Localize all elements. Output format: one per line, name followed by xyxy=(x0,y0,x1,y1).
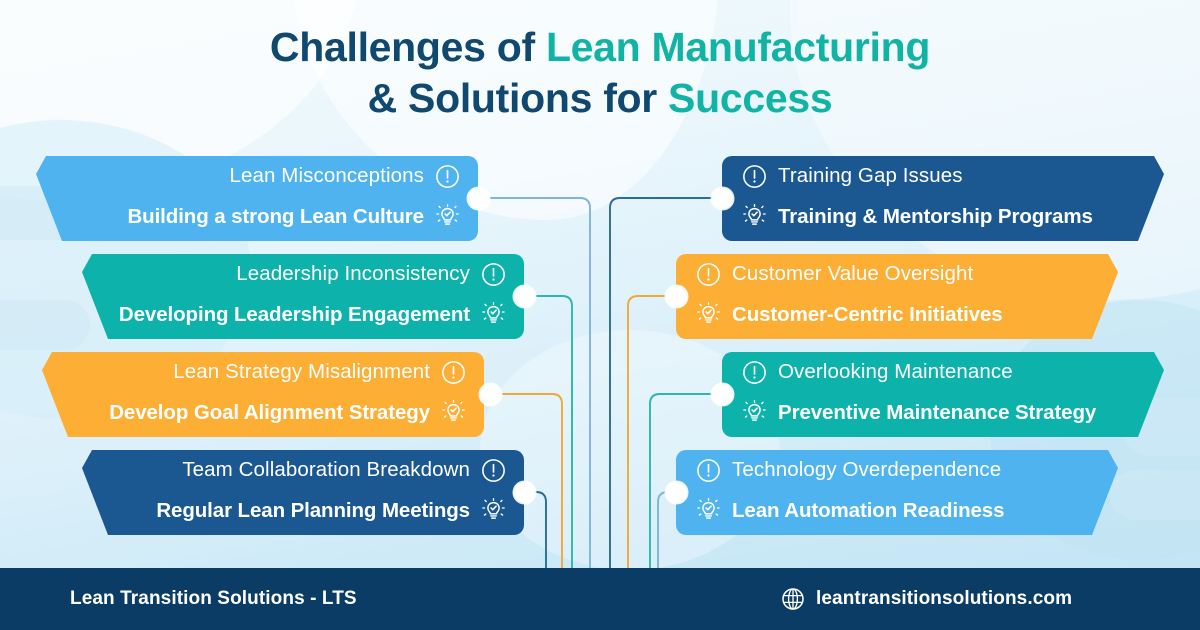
page-title: Challenges of Lean Manufacturing & Solut… xyxy=(0,22,1200,124)
globe-icon xyxy=(782,588,804,610)
challenge-row: Team Collaboration Breakdown xyxy=(182,457,506,483)
challenge-row: Lean Strategy Misalignment xyxy=(173,359,466,385)
challenge-row: Overlooking Maintenance xyxy=(742,359,1013,385)
connector-left-1 xyxy=(478,197,591,570)
challenge-row: Training Gap Issues xyxy=(742,163,963,189)
card-left-2-solution: Developing Leadership Engagement xyxy=(118,303,470,326)
connector-right-3 xyxy=(649,393,722,570)
connector-left-4 xyxy=(524,491,547,570)
connector-right-2 xyxy=(627,295,676,570)
card-left-4-challenge: Team Collaboration Breakdown xyxy=(182,458,470,481)
card-right-2-solution: Customer-Centric Initiatives xyxy=(732,303,1003,326)
connector-node-left-3 xyxy=(480,384,501,405)
connector-left-2 xyxy=(524,295,573,570)
solution-row: Regular Lean Planning Meetings xyxy=(156,497,506,524)
card-right-4-challenge: Technology Overdependence xyxy=(732,458,1002,481)
card-left-3[interactable]: Lean Strategy Misalignment Develop Goal … xyxy=(42,352,484,437)
exclamation-circle-icon xyxy=(436,164,459,188)
connector-left-3 xyxy=(490,393,563,570)
solution-row: Building a strong Lean Culture xyxy=(127,203,460,230)
connector-node-right-2 xyxy=(666,286,687,307)
card-right-2-challenge: Customer Value Oversight xyxy=(732,262,974,285)
challenge-row: Lean Misconceptions xyxy=(230,163,461,189)
lightbulb-check-icon xyxy=(482,498,505,519)
card-left-1[interactable]: Lean Misconceptions Building a strong Le… xyxy=(36,156,478,241)
exclamation-circle-icon xyxy=(697,458,720,482)
solution-row: Lean Automation Readiness xyxy=(696,497,1005,524)
footer-website-label: leantransitionsolutions.com xyxy=(816,588,1073,609)
lightbulb-check-icon xyxy=(482,302,505,323)
lightbulb-check-icon xyxy=(743,204,766,225)
card-left-3-solution: Develop Goal Alignment Strategy xyxy=(109,401,430,424)
exclamation-circle-icon xyxy=(442,360,465,384)
connector-node-right-4 xyxy=(666,482,687,503)
background-stripe xyxy=(1110,470,1200,520)
card-right-1[interactable]: Training Gap Issues Training & Mentorshi… xyxy=(722,156,1164,241)
connector-node-left-4 xyxy=(514,482,535,503)
footer-bar: Lean Transition Solutions - LTS leantran… xyxy=(0,568,1200,630)
solution-row: Developing Leadership Engagement xyxy=(119,301,506,328)
solution-row: Training & Mentorship Programs xyxy=(742,203,1093,230)
connector-node-left-1 xyxy=(468,188,489,209)
connector-right-1 xyxy=(609,197,722,570)
card-left-1-challenge: Lean Misconceptions xyxy=(229,164,424,187)
card-right-3[interactable]: Overlooking Maintenance Preventive Maint… xyxy=(722,352,1164,437)
exclamation-circle-icon xyxy=(743,164,766,188)
page-title-line-2: & Solutions for Success xyxy=(0,73,1200,124)
connector-node-right-3 xyxy=(712,384,733,405)
page-title-line-1: Challenges of Lean Manufacturing xyxy=(0,22,1200,73)
lightbulb-check-icon xyxy=(743,400,766,421)
challenge-row: Technology Overdependence xyxy=(696,457,1001,483)
card-right-2[interactable]: Customer Value Oversight Customer-Centri… xyxy=(676,254,1118,339)
card-right-1-challenge: Training Gap Issues xyxy=(778,164,963,187)
card-left-4-solution: Regular Lean Planning Meetings xyxy=(156,499,470,522)
solution-row: Preventive Maintenance Strategy xyxy=(742,399,1096,426)
card-left-4[interactable]: Team Collaboration Breakdown Regular Lea… xyxy=(82,450,524,535)
exclamation-circle-icon xyxy=(697,262,720,286)
footer-brand: Lean Transition Solutions - LTS xyxy=(70,588,357,609)
page-title-line-2-plain: & Solutions for xyxy=(367,75,669,121)
card-right-1-solution: Training & Mentorship Programs xyxy=(778,205,1093,228)
card-left-2[interactable]: Leadership Inconsistency Developing Lead… xyxy=(82,254,524,339)
card-left-3-challenge: Lean Strategy Misalignment xyxy=(173,360,430,383)
page-title-line-1-plain: Challenges of xyxy=(269,24,546,70)
card-left-1-solution: Building a strong Lean Culture xyxy=(127,205,424,228)
card-right-3-challenge: Overlooking Maintenance xyxy=(778,360,1013,383)
solution-row: Develop Goal Alignment Strategy xyxy=(109,399,466,426)
footer-website[interactable]: leantransitionsolutions.com xyxy=(781,587,1072,611)
page-title-line-2-highlight: Success xyxy=(668,75,833,121)
challenge-row: Leadership Inconsistency xyxy=(236,261,506,287)
connector-node-right-1 xyxy=(712,188,733,209)
lightbulb-check-icon xyxy=(442,400,465,421)
background-stripe xyxy=(0,300,90,350)
challenge-row: Customer Value Oversight xyxy=(696,261,973,287)
connector-right-4 xyxy=(657,491,676,570)
lightbulb-check-icon xyxy=(697,302,720,323)
card-right-3-solution: Preventive Maintenance Strategy xyxy=(778,401,1097,424)
card-right-4-solution: Lean Automation Readiness xyxy=(732,499,1005,522)
lightbulb-check-icon xyxy=(697,498,720,519)
page-title-line-1-highlight: Lean Manufacturing xyxy=(545,24,931,70)
exclamation-circle-icon xyxy=(743,360,766,384)
card-right-4[interactable]: Technology Overdependence Lean Automatio… xyxy=(676,450,1118,535)
exclamation-circle-icon xyxy=(482,458,505,482)
connector-node-left-2 xyxy=(514,286,535,307)
card-left-2-challenge: Leadership Inconsistency xyxy=(236,262,470,285)
lightbulb-check-icon xyxy=(436,204,459,225)
solution-row: Customer-Centric Initiatives xyxy=(696,301,1003,328)
exclamation-circle-icon xyxy=(482,262,505,286)
